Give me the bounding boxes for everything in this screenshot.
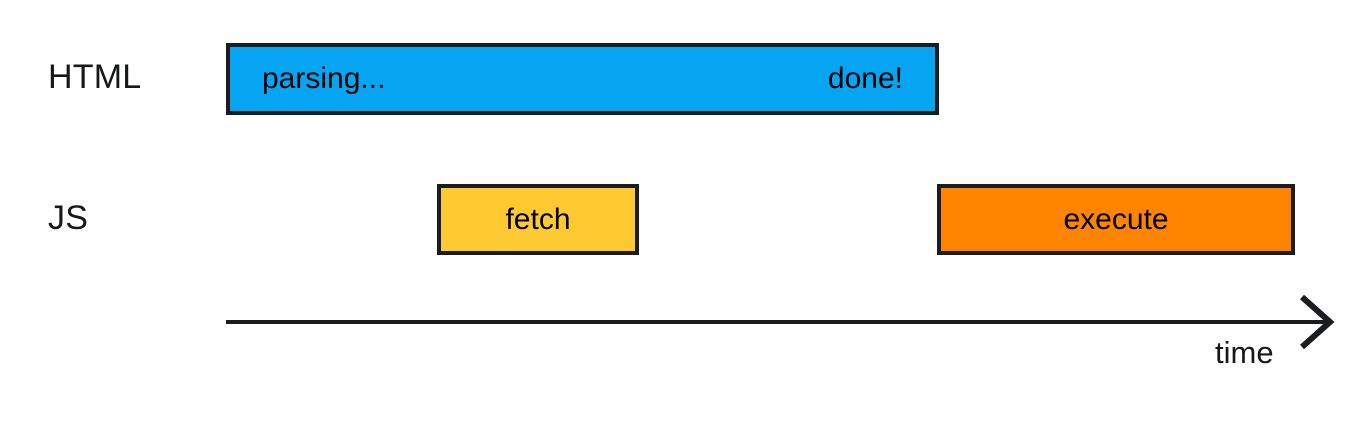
bar-js-fetch-label: fetch	[505, 202, 571, 236]
bar-js-execute-label: execute	[1063, 202, 1169, 236]
bar-html-parsing-right-label: done!	[827, 62, 903, 95]
row-label-html: HTML	[48, 58, 142, 96]
bar-html-parsing-left-label: parsing...	[262, 62, 386, 95]
bar-html-parsing: parsing... done!	[226, 43, 939, 115]
time-axis-label: time	[1215, 335, 1274, 370]
row-label-js: JS	[48, 199, 89, 237]
arrow-right-icon	[226, 294, 1335, 350]
bar-js-fetch: fetch	[437, 184, 639, 255]
bar-js-execute: execute	[937, 184, 1295, 255]
time-axis	[214, 288, 1350, 358]
